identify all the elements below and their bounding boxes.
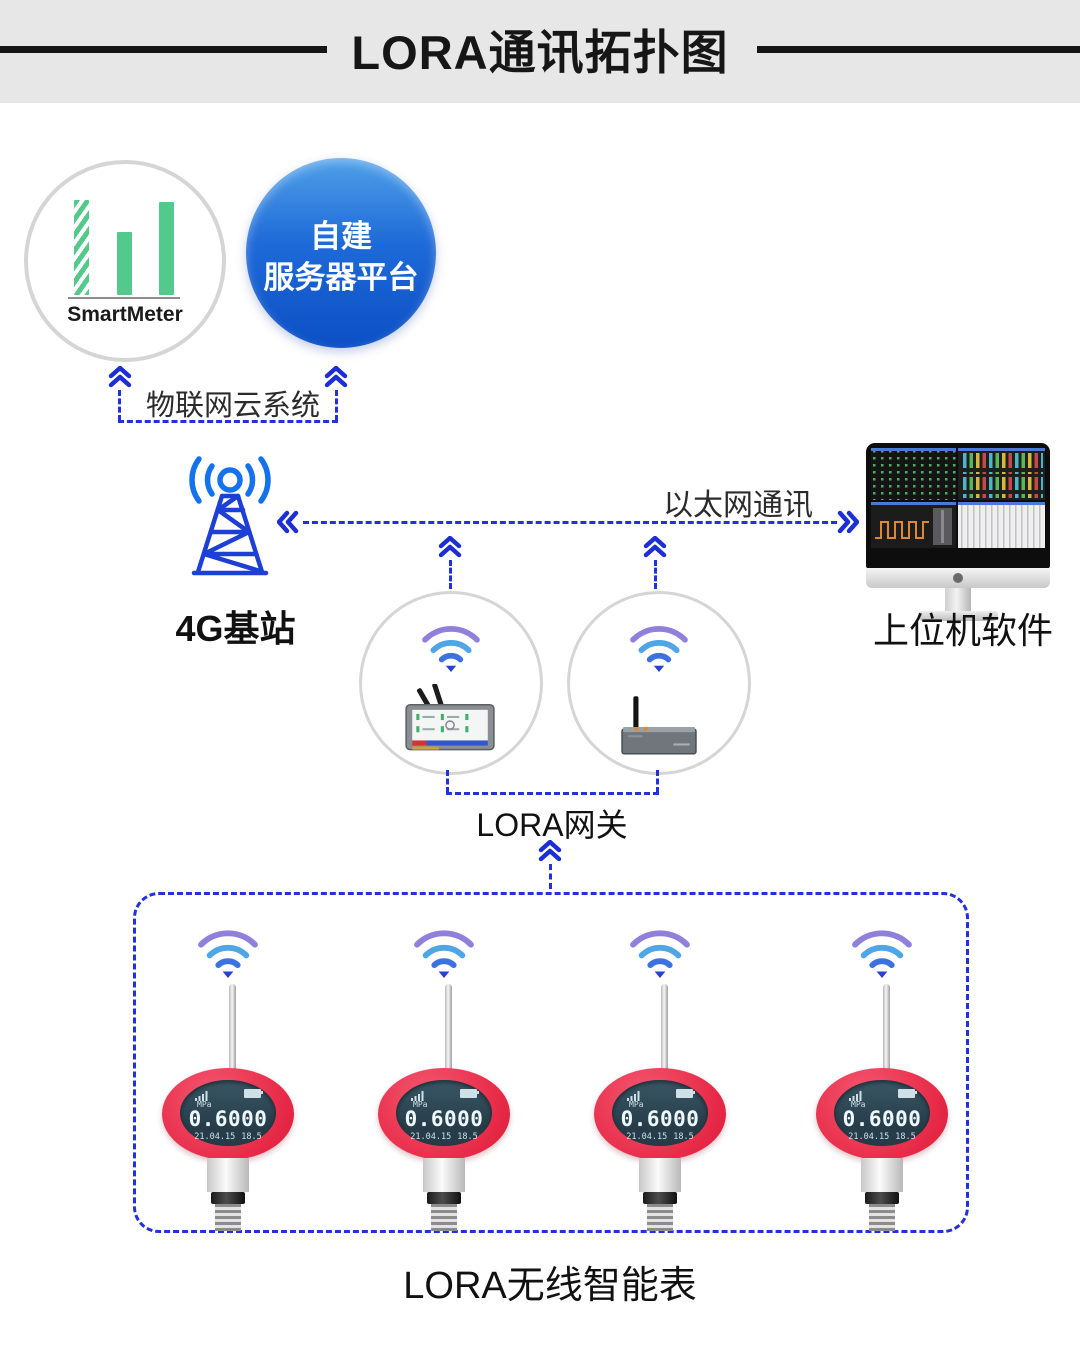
meters-section-label: LORA无线智能表 — [403, 1265, 697, 1307]
right-arrow-icon — [837, 510, 859, 534]
server-platform-node: 自建 服务器平台 — [246, 158, 436, 348]
monitor-base — [918, 611, 998, 621]
meter-stem — [207, 1158, 249, 1192]
meter-thread — [215, 1204, 241, 1231]
hmi-gateway-device — [405, 684, 495, 751]
signal-icon — [411, 1091, 424, 1101]
smartmeter-cloud-node: SmartMeter — [24, 160, 226, 362]
gateway-label: LORA网关 — [476, 807, 628, 843]
wifi-icon — [852, 930, 912, 978]
host-computer-label: 上位机软件 — [872, 610, 1053, 651]
monitor-bezel — [866, 443, 1050, 568]
meter-unit-label: MPa — [197, 1100, 212, 1109]
meter-status-row — [849, 1088, 917, 1101]
base-station-icon — [189, 456, 271, 576]
title-rule-right — [757, 46, 1080, 53]
meter-antenna — [661, 984, 668, 1094]
meter-nut — [643, 1192, 677, 1204]
gateway-node-hmi — [359, 591, 543, 775]
meter-unit-label: MPa — [413, 1100, 428, 1109]
up-arrow-icon — [108, 366, 132, 388]
meter-unit-label: MPa — [629, 1100, 644, 1109]
ethernet-label: 以太网通讯 — [663, 489, 813, 522]
smartmeter-logo-bar — [117, 232, 132, 295]
dashed-connector — [446, 792, 659, 795]
meter-thread — [431, 1204, 457, 1231]
smartmeter-label: SmartMeter — [67, 303, 183, 326]
wifi-icon — [198, 930, 258, 978]
up-arrow-icon — [324, 366, 348, 388]
smartmeter-logo-bar — [159, 202, 174, 295]
router-gateway-device — [621, 696, 697, 755]
host-computer — [866, 443, 1050, 621]
meter-antenna — [445, 984, 452, 1094]
signal-icon — [849, 1091, 862, 1101]
signal-icon — [627, 1091, 640, 1101]
base-station-label: 4G基站 — [175, 608, 296, 649]
up-arrow-icon — [438, 536, 462, 558]
dashed-connector — [449, 560, 452, 589]
cloud-link-label: 物联网云系统 — [145, 390, 320, 422]
monitor-screen — [871, 448, 1045, 548]
meter-nut — [211, 1192, 245, 1204]
monitor-chin — [866, 568, 1050, 588]
dashed-connector — [654, 560, 657, 589]
meter-stem — [423, 1158, 465, 1192]
page-title: LORA通讯拓扑图 — [351, 26, 729, 79]
wifi-icon — [414, 930, 474, 978]
dashed-connector — [549, 864, 552, 889]
meter-nut — [865, 1192, 899, 1204]
signal-icon — [195, 1091, 208, 1101]
dashed-connector — [118, 420, 338, 423]
monitor-stand — [945, 588, 971, 611]
up-arrow-icon — [643, 536, 667, 558]
ethernet-dashed-line — [303, 521, 837, 524]
battery-icon — [676, 1089, 695, 1098]
meter-reading: 0.6000 — [842, 1107, 922, 1131]
server-platform-label: 自建 服务器平台 — [263, 219, 419, 295]
meter-status-row — [195, 1088, 263, 1101]
battery-icon — [460, 1089, 479, 1098]
wifi-icon — [630, 930, 690, 978]
meter-antenna — [229, 984, 236, 1094]
title-rule-left — [0, 46, 327, 53]
meter-thread — [869, 1204, 895, 1231]
dashed-connector — [446, 770, 449, 793]
gateway-node-router — [567, 591, 751, 775]
meter-thread — [647, 1204, 673, 1231]
meter-unit-label: MPa — [851, 1100, 866, 1109]
meter-reading: 0.6000 — [620, 1107, 700, 1131]
meter-status-row — [411, 1088, 479, 1101]
wifi-icon — [422, 626, 480, 672]
meter-nut — [427, 1192, 461, 1204]
wifi-icon — [630, 626, 688, 672]
up-arrow-icon — [538, 840, 562, 862]
meter-antenna — [883, 984, 890, 1094]
battery-icon — [898, 1089, 917, 1098]
apple-logo-icon — [953, 573, 963, 583]
meter-stem — [639, 1158, 681, 1192]
meter-stem — [861, 1158, 903, 1192]
meters-group-box — [133, 892, 969, 1233]
meter-reading: 0.6000 — [188, 1107, 268, 1131]
dashed-connector — [335, 390, 338, 421]
left-arrow-icon — [277, 510, 299, 534]
smartmeter-logo-bar — [74, 200, 89, 295]
dashed-connector — [656, 770, 659, 793]
meter-reading: 0.6000 — [404, 1107, 484, 1131]
meter-status-row — [627, 1088, 695, 1101]
battery-icon — [244, 1089, 263, 1098]
smartmeter-logo-rule — [68, 297, 180, 299]
dashed-connector — [118, 390, 121, 421]
